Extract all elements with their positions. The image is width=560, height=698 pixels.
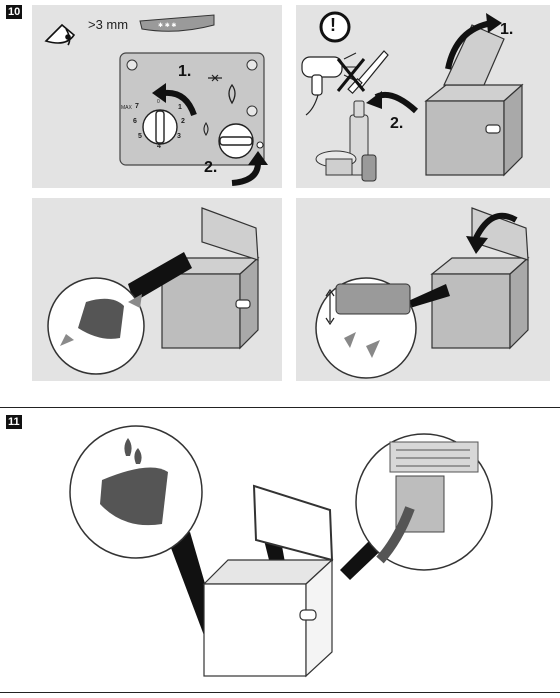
- drain-water-illustration: [315, 207, 530, 379]
- water-drop-icon: [124, 438, 142, 464]
- flame-icon: [228, 83, 236, 105]
- eye-icon: [44, 23, 76, 46]
- section-10-number: 10: [6, 5, 23, 19]
- svg-text:✱ ✱ ✱: ✱ ✱ ✱: [158, 22, 176, 29]
- scale-number-1: 1: [178, 104, 182, 111]
- panel-drain-water: [296, 198, 550, 381]
- dial-step-1-label: 1.: [178, 63, 192, 80]
- dial-step-2-label: 2.: [204, 159, 218, 176]
- scale-number-7: 7: [135, 103, 139, 110]
- hairdryer-icon: [301, 56, 343, 116]
- panel-defrost-dial: ✱ ✱ ✱ >3 mm 1. 2. MAX 7 6 5 4 3 2 1 0: [32, 5, 282, 188]
- scale-number-0: 0: [157, 99, 160, 105]
- curved-arrow-icon: [163, 89, 197, 117]
- water-drop-icon: [344, 332, 380, 358]
- hose-icon: [376, 506, 415, 564]
- tools-warning-illustration: [301, 11, 524, 182]
- section-11-number: 11: [6, 415, 22, 429]
- dry-and-ventilate-illustration: [69, 425, 493, 678]
- coolbox-icon: [202, 484, 334, 678]
- warning-glyph: !: [330, 15, 336, 35]
- cross-out-icon: [336, 58, 366, 92]
- panel-do-not-use-tools: ! 1. 2.: [296, 5, 550, 188]
- wipe-interior-illustration: [47, 207, 260, 375]
- defrost-dial-illustration: ✱ ✱ ✱: [44, 14, 268, 186]
- warning-icon: [319, 11, 351, 43]
- scale-number-6: 6: [133, 118, 137, 125]
- lid-step-2-label: 2.: [390, 115, 404, 132]
- scale-number-2: 2: [181, 118, 185, 125]
- coolbox-icon: [424, 24, 524, 177]
- coolbox-icon: [160, 207, 260, 350]
- cloth-icon: [100, 467, 168, 526]
- scale-number-4: 4: [157, 143, 161, 150]
- bottom-divider: [0, 692, 560, 693]
- scale-max-label: MAX: [121, 105, 132, 111]
- gap-label: >3 mm: [88, 17, 129, 32]
- scale-number-3: 3: [177, 133, 181, 140]
- spark-icon: [208, 74, 222, 82]
- section-divider: [0, 407, 560, 408]
- lid-step-1-label: 1.: [500, 21, 514, 38]
- panel-wipe-interior: [32, 198, 282, 381]
- scale-number-5: 5: [138, 133, 142, 140]
- cloth-icon: [78, 298, 124, 339]
- food-icon: [315, 150, 377, 182]
- ice-layer-icon: [139, 14, 215, 32]
